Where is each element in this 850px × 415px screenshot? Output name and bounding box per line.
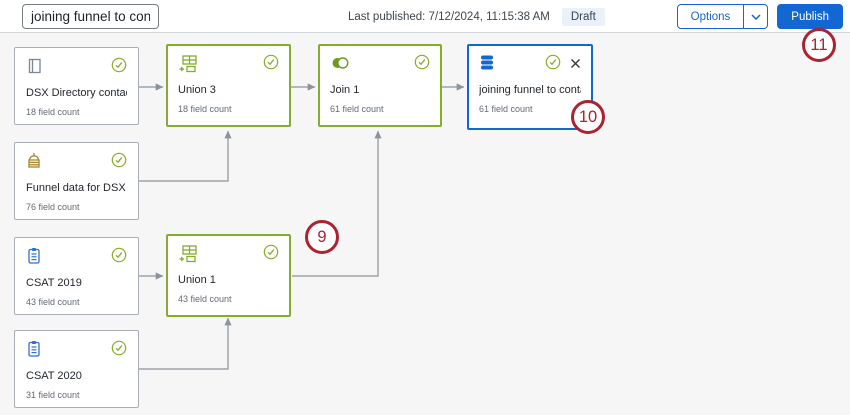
check-circle-icon (111, 152, 127, 173)
edge-csat2020-to-union1 (139, 317, 232, 370)
node-title: CSAT 2019 (26, 277, 82, 289)
annotation-circle-9: 9 (305, 220, 339, 254)
node-title: DSX Directory contacts (26, 87, 127, 99)
join-icon (330, 54, 350, 77)
edge-funnel-to-union3 (139, 130, 232, 182)
directory-icon (26, 57, 43, 80)
check-circle-icon (111, 247, 127, 268)
node-field-count: 18 field count (178, 104, 232, 114)
annotation-circle-11: 11 (802, 28, 836, 62)
union-icon (178, 244, 198, 268)
check-circle-icon (263, 244, 279, 265)
node-title: CSAT 2020 (26, 370, 82, 382)
node-field-count: 18 field count (26, 107, 80, 117)
last-published-text: Last published: 7/12/2024, 11:15:38 AM (348, 10, 550, 23)
node-field-count: 76 field count (26, 202, 80, 212)
flow-title-input[interactable] (22, 4, 159, 29)
node-title: Union 1 (178, 274, 216, 286)
node-join-1[interactable]: Join 1 61 field count (318, 44, 442, 127)
close-icon[interactable] (570, 56, 581, 74)
node-union-3[interactable]: Union 3 18 field count (166, 44, 291, 127)
node-union-1[interactable]: Union 1 43 field count (166, 234, 291, 317)
node-title: Union 3 (178, 84, 216, 96)
survey-icon (26, 340, 42, 363)
toolbar: Last published: 7/12/2024, 11:15:38 AM D… (0, 0, 850, 33)
node-title: Join 1 (330, 84, 360, 96)
node-csat-2019[interactable]: CSAT 2019 43 field count (14, 237, 139, 315)
node-funnel-data[interactable]: Funnel data for DSX ... 76 field count (14, 142, 139, 220)
annotation-label: 11 (810, 35, 828, 54)
dataset-icon (479, 54, 495, 76)
node-field-count: 43 field count (26, 297, 80, 307)
annotation-circle-10: 10 (571, 100, 605, 134)
node-field-count: 31 field count (26, 390, 80, 400)
check-circle-icon (545, 54, 561, 75)
survey-icon (26, 247, 42, 270)
check-circle-icon (111, 340, 127, 361)
union-icon (178, 54, 198, 78)
publish-button[interactable]: Publish (777, 4, 843, 29)
toolbar-actions: Options Publish (676, 4, 843, 29)
publish-status: Last published: 7/12/2024, 11:15:38 AM D… (348, 0, 605, 33)
annotation-label: 9 (317, 227, 327, 246)
chevron-down-icon (751, 11, 761, 23)
node-field-count: 61 field count (479, 104, 533, 114)
flow-canvas[interactable]: DSX Directory contacts 18 field count Un… (0, 33, 850, 415)
node-dsx-directory-contacts[interactable]: DSX Directory contacts 18 field count (14, 47, 139, 125)
options-button[interactable]: Options (676, 4, 745, 29)
node-title: Funnel data for DSX ... (26, 182, 127, 194)
imported-data-icon (26, 152, 42, 175)
draft-badge: Draft (561, 7, 605, 26)
options-dropdown-button[interactable] (744, 4, 769, 29)
edge-union1-to-join1 (292, 130, 382, 277)
node-title: joining funnel to conta... (479, 84, 581, 96)
check-circle-icon (414, 54, 430, 75)
check-circle-icon (263, 54, 279, 75)
node-csat-2020[interactable]: CSAT 2020 31 field count (14, 330, 139, 408)
annotation-label: 10 (578, 107, 598, 126)
node-field-count: 61 field count (330, 104, 384, 114)
check-circle-icon (111, 57, 127, 78)
connector-lines (139, 83, 465, 370)
node-field-count: 43 field count (178, 294, 232, 304)
